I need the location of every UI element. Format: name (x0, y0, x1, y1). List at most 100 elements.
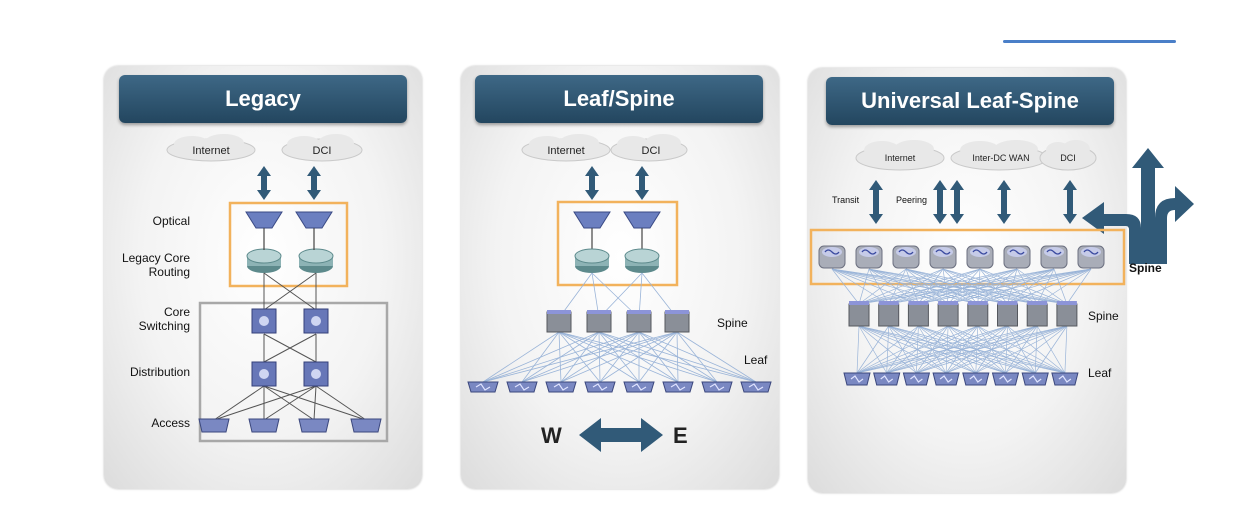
spine-switch-glyph (861, 249, 877, 255)
spine-switch-top (878, 301, 899, 305)
spine-switch-icon (664, 311, 690, 333)
fabric-link (918, 268, 1018, 305)
leaf-switch-glyph (631, 383, 647, 391)
cloud-label: DCI (1060, 153, 1076, 163)
core-highlight-box (228, 201, 349, 288)
spine-switch-icon (967, 303, 989, 327)
spine-switch-glyph (824, 249, 840, 255)
spine-switch-top (1056, 301, 1077, 305)
fabric-link (858, 268, 981, 305)
fabric-link (1007, 268, 1018, 305)
fabric-link (856, 325, 860, 374)
optical-device-icon (245, 211, 333, 229)
spine-switch-top (665, 310, 689, 314)
fabric-link (977, 268, 1018, 305)
fabric-link (888, 268, 1055, 305)
leaf-spine-title: Leaf/Spine (475, 75, 763, 123)
cloud-label: Internet (885, 153, 916, 163)
fabric-link (599, 331, 678, 383)
fabric-link (979, 268, 1008, 305)
spine-switch-glyph (898, 249, 914, 255)
fabric-link (918, 268, 1055, 305)
fabric-link (858, 268, 944, 305)
leaf-spine-diagram: Internet DCI (467, 134, 772, 452)
spine-switch-top (1027, 301, 1048, 305)
transit-label: Transit (832, 195, 860, 205)
fabric-link (975, 325, 1068, 374)
spine-switch-top (849, 301, 869, 305)
spine-switch-top (587, 310, 611, 314)
leaf-switch-glyph (939, 375, 953, 383)
fabric-link (1066, 268, 1092, 305)
fabric-link (521, 331, 678, 383)
spine-switch-icon (848, 303, 870, 327)
access-switch-icon (198, 418, 382, 433)
leaf-switch-glyph (850, 375, 864, 383)
fabric-link (856, 325, 949, 374)
fabric-link (858, 268, 907, 305)
router-icon (574, 248, 660, 273)
fabric-link (888, 268, 1092, 305)
internet-cloud-icon (166, 134, 256, 162)
fabric-link (560, 331, 678, 383)
fabric-link (888, 268, 1018, 305)
router-icon (246, 248, 334, 273)
spine-switch-top (547, 310, 571, 314)
layer-label-spine-top: Spine (1129, 261, 1162, 275)
universal-leaf-spine-diagram: Internet Inter-DC WAN DCI (809, 140, 1194, 386)
legacy-panel: Legacy (104, 66, 422, 489)
fabric-link (918, 268, 1092, 305)
fabric-link (886, 325, 1067, 374)
uplink-arrow-icon (869, 180, 1077, 224)
fabric-link (916, 325, 1068, 374)
fabric-link (858, 268, 1055, 305)
spine-switch-glyph (1009, 249, 1025, 255)
spine-switch-glyph (972, 249, 988, 255)
spine-switch-glyph (935, 249, 951, 255)
spine-switch-icon (1056, 303, 1078, 327)
fabric-link (482, 331, 678, 383)
fabric-link (858, 268, 1018, 305)
optical-device-icon (573, 211, 661, 229)
uplink-arrow-icon (585, 166, 649, 200)
cloud-label: Inter-DC WAN (972, 153, 1029, 163)
peering-label: Peering (896, 195, 928, 205)
spine-switch-icon (626, 311, 652, 333)
fabric-link (856, 325, 1067, 374)
legacy-diagram: Internet DCI (166, 134, 389, 443)
fabric-link (856, 325, 1008, 374)
internet-cloud-icon (855, 140, 945, 171)
fabric-link (676, 331, 718, 383)
cloud-label: DCI (642, 145, 661, 157)
west-label: W (541, 423, 562, 448)
spine-switch-glyph (1046, 249, 1062, 255)
spine-switch-top (627, 310, 651, 314)
leaf-switch-glyph (748, 383, 764, 391)
leaf-switch-glyph (880, 375, 894, 383)
fabric-link (1037, 268, 1092, 305)
spine-switch-top (967, 301, 988, 305)
spine-switch-icon (937, 303, 959, 327)
dci-cloud-icon (610, 134, 688, 162)
layer-label-spine: Spine (717, 316, 748, 330)
fabric-link (482, 331, 600, 383)
fabric-link (1064, 325, 1068, 374)
fabric-link (1005, 325, 1068, 374)
fabric-link (1007, 268, 1055, 305)
core-highlight-box (556, 200, 679, 287)
leaf-switch-glyph (969, 375, 983, 383)
layer-label-optical: Optical (152, 214, 190, 228)
leaf-switch-glyph (1028, 375, 1042, 383)
layer-label-distribution: Distribution (129, 365, 190, 379)
layer-label-leaf: Leaf (1088, 366, 1112, 380)
universal-leaf-spine-panel: Universal Leaf-Spine (808, 68, 1194, 493)
fabric-link (831, 268, 860, 305)
fabric-link (1034, 325, 1068, 374)
spine-switch-icon (997, 303, 1018, 327)
universal-leaf-spine-title: Universal Leaf-Spine (826, 77, 1114, 125)
fabric-link (482, 331, 560, 383)
legacy-title: Legacy (119, 75, 407, 123)
top-accent-line (1003, 40, 1176, 43)
fabric-link (945, 325, 1068, 374)
fabric-link (977, 268, 981, 305)
